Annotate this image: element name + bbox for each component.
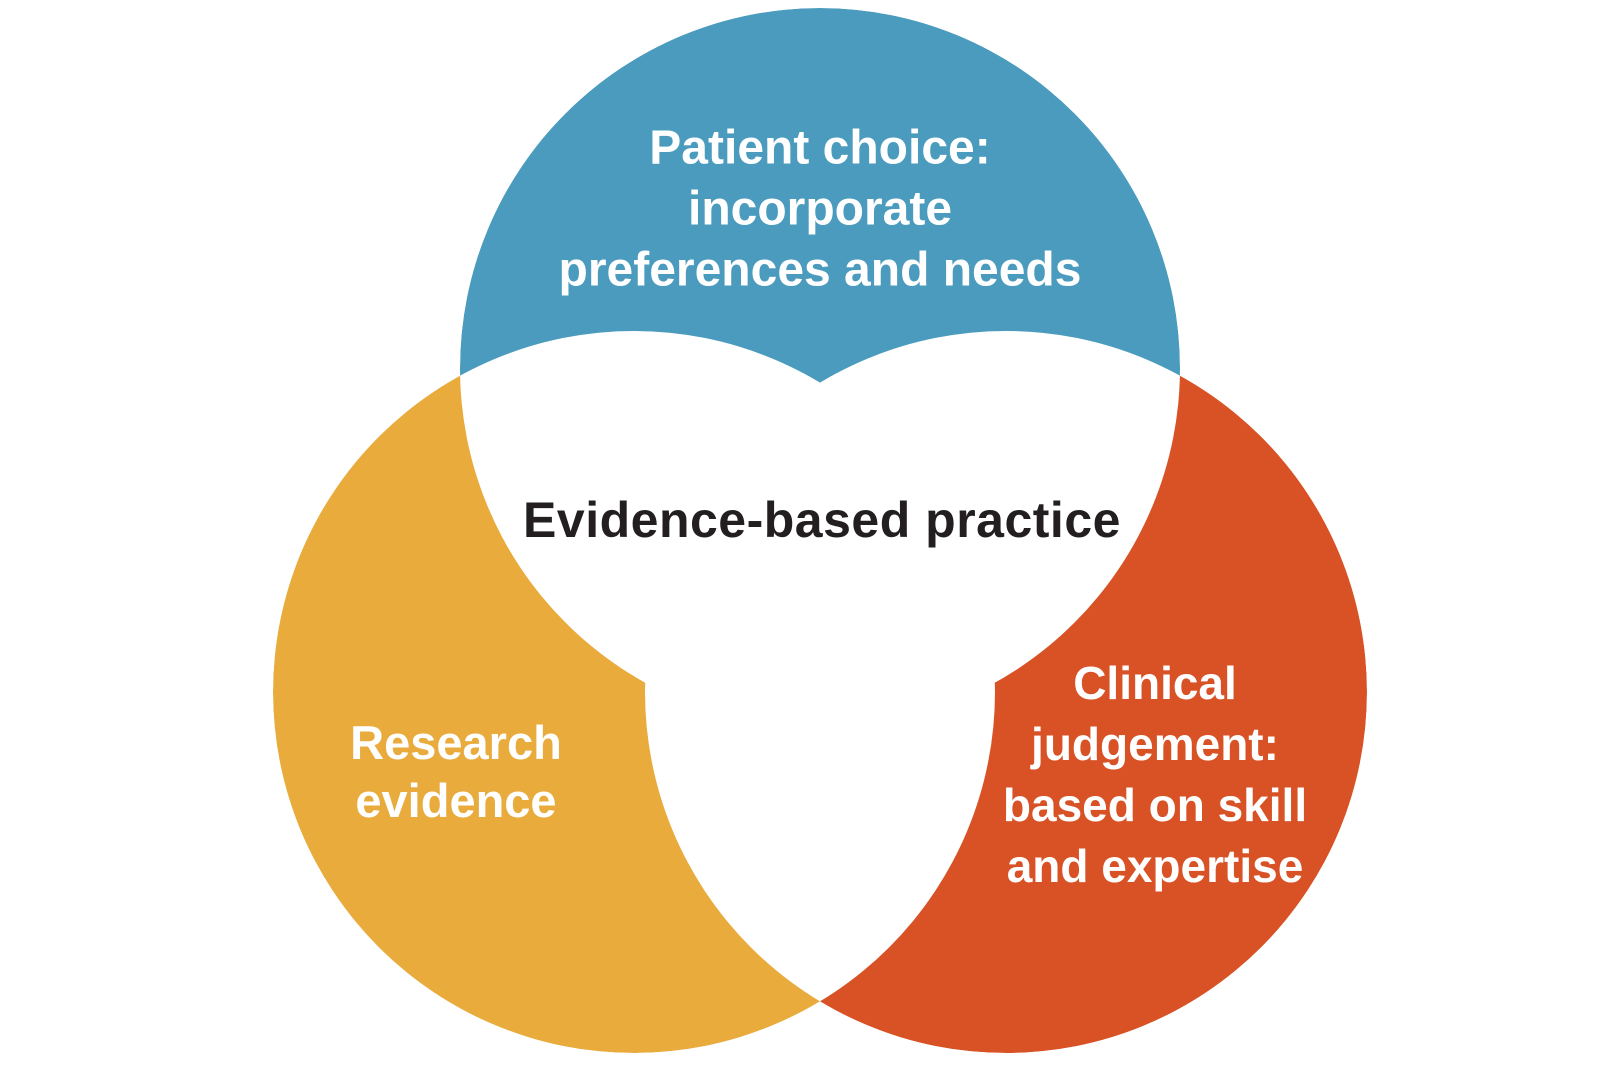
clinical-judgement-circle [645, 331, 1367, 1053]
